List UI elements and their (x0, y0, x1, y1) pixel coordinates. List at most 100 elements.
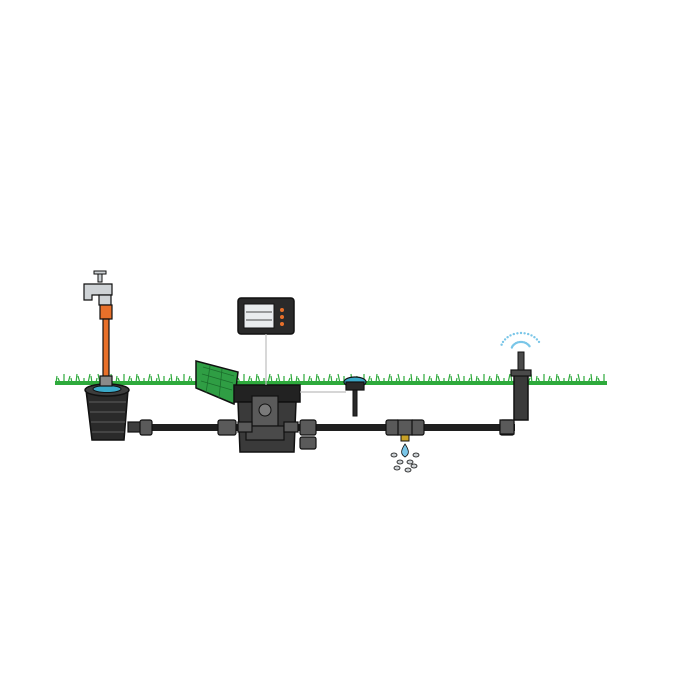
grass-blade (250, 377, 253, 384)
well-shaft-icon (84, 383, 143, 441)
spray-droplet (516, 332, 519, 335)
grass-blade (150, 375, 153, 384)
grass-blade (57, 377, 61, 384)
valve-box-top (233, 384, 301, 403)
grass-blade (450, 375, 453, 384)
grass-blade (130, 377, 133, 384)
grass-blade (137, 375, 141, 384)
grass-blade (477, 377, 481, 384)
controller-display (243, 303, 275, 329)
grass-blade (367, 375, 371, 384)
grass-blade (55, 375, 58, 384)
pop-up-sprinkler-icon (499, 331, 541, 435)
grass-blade (417, 377, 421, 384)
grass-blade (557, 375, 561, 384)
grass-blade (317, 375, 321, 384)
grass-blade (555, 373, 558, 384)
grass-blade (415, 375, 418, 384)
hose-tube (102, 318, 110, 380)
grass-blade (310, 377, 313, 384)
spray-droplet (519, 340, 523, 344)
grass-blade (127, 375, 131, 384)
grass-blade (297, 377, 301, 384)
grass-blade (370, 377, 373, 384)
gravel-stone (404, 467, 412, 473)
grass-blade (257, 375, 261, 384)
hose-connector-top (99, 304, 113, 320)
grass-blade (590, 373, 593, 384)
grass-blade (147, 373, 151, 384)
grass-blade (290, 373, 293, 384)
grass-blade (115, 375, 118, 384)
grass-blade (187, 375, 191, 384)
spray-droplet (506, 336, 509, 339)
grass-blade (190, 377, 193, 384)
grass-blade (435, 373, 438, 384)
hose-connector-bottom (99, 375, 113, 387)
grass-blade (390, 375, 393, 384)
grass-blade (397, 373, 401, 384)
grass-blade (335, 377, 338, 384)
grass-blade (595, 375, 598, 384)
grass-blade (510, 375, 513, 384)
grass-blade (507, 373, 511, 384)
water-droplet-icon (401, 443, 409, 458)
controller-button (280, 308, 284, 312)
grass-blade (547, 375, 551, 384)
grass-blade (75, 373, 78, 384)
grass-blade (387, 373, 391, 384)
grass-blade (470, 373, 473, 384)
grass-blade (287, 377, 291, 384)
grass-blade (330, 375, 333, 384)
pipe-main (135, 424, 515, 431)
grass-blade (277, 373, 281, 384)
grass-blade (135, 373, 138, 384)
grass-blade (255, 373, 258, 384)
grass-blade (275, 377, 278, 384)
grass-blade (475, 375, 478, 384)
grass-blade (170, 373, 173, 384)
grass-blade (267, 373, 271, 384)
controller-button (280, 322, 284, 326)
grass-blade (155, 377, 158, 384)
gravel-stone (390, 452, 398, 458)
grass-blade (167, 377, 171, 384)
grass-blade (307, 375, 311, 384)
spray-droplet (537, 340, 541, 344)
grass-blade (410, 373, 413, 384)
grass-blade (247, 375, 251, 384)
grass-blade (430, 377, 433, 384)
spray-droplet (533, 336, 536, 339)
grass-blade (177, 377, 181, 384)
grass-blade (497, 375, 501, 384)
grass-blade (90, 375, 93, 384)
spray-droplet (527, 332, 530, 336)
grass-blade (407, 377, 411, 384)
grass-blade (77, 375, 81, 384)
grass-blade (375, 373, 378, 384)
grass-blade (337, 373, 341, 384)
spray-droplet (535, 338, 539, 341)
grass-blade (95, 377, 98, 384)
supply-pipe (135, 424, 515, 431)
grass-blade (377, 375, 381, 384)
gravel-stone (410, 463, 418, 469)
grass-blade (535, 375, 538, 384)
spray-droplet (500, 343, 503, 346)
drain-valve-icon (390, 419, 420, 473)
grass-blade (587, 377, 591, 384)
grass-blade (427, 375, 431, 384)
grass-blade (467, 377, 471, 384)
grass-blade (455, 377, 458, 384)
spray-droplet (509, 334, 512, 337)
tap-spout (83, 283, 113, 301)
grass-blade (457, 373, 461, 384)
grass-blade (70, 377, 73, 384)
garden-hose-icon (99, 304, 113, 387)
grass-blade (437, 375, 441, 384)
grass-blade (395, 377, 398, 384)
grass-blade (315, 373, 318, 384)
grass-blade (597, 377, 601, 384)
